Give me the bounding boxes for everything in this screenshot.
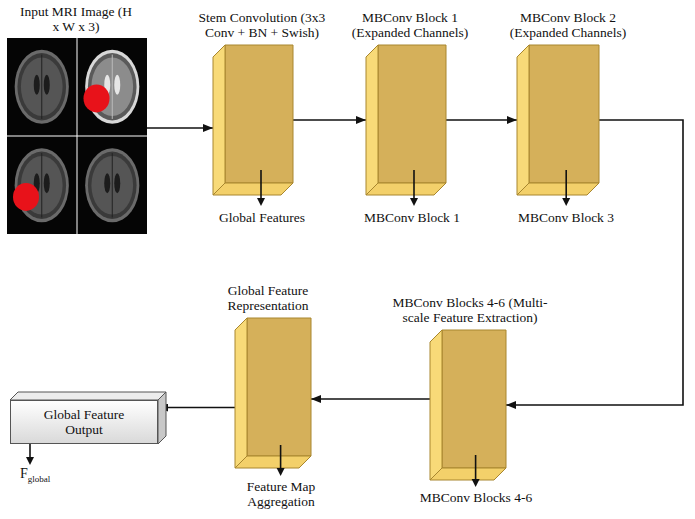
arrow-head (277, 468, 285, 476)
skull (15, 50, 69, 124)
caption-arrow (235, 318, 311, 468)
ventricle (44, 173, 50, 193)
leader-arrow (29, 444, 31, 458)
arrow-head (472, 479, 480, 487)
flow-arrow (446, 119, 517, 121)
block-bottom (517, 183, 599, 195)
flow-arrow (293, 119, 366, 121)
block-bottom (235, 456, 311, 468)
midline (41, 153, 42, 217)
caption-arrow (366, 45, 446, 195)
block-heading: MBConv Block 1 (Expanded Channels) (348, 10, 473, 40)
block-heading: Stem Convolution (3x3 Conv + BN + Swish) (187, 10, 337, 40)
leader-arrow (565, 170, 567, 199)
ventricle (104, 173, 110, 193)
mri-panel (7, 38, 77, 136)
stem-conv-block-shape (213, 45, 293, 195)
mbconv-block: MBConv Block 1 (Expanded Channels)MBConv… (366, 45, 446, 195)
block-heading: MBConv Blocks 4-6 (Multi-scale Feature E… (388, 295, 553, 325)
mri-image-shape (7, 38, 147, 234)
mbconv-block-shape (366, 45, 446, 195)
midline (41, 55, 42, 119)
mri-panel (78, 137, 148, 235)
brain (17, 53, 66, 120)
block-bottom (430, 468, 506, 480)
arrow-head (26, 457, 34, 465)
ventricle (44, 75, 50, 95)
flow-arrow (147, 127, 213, 129)
block-side (366, 45, 378, 195)
feature-block: Global Feature RepresentationFeature Map… (235, 318, 311, 468)
block-caption: MBConv Blocks 4-6 (406, 490, 546, 505)
arrow-head (410, 198, 418, 206)
block-caption: MBConv Block 1 (347, 210, 477, 225)
block-face (247, 318, 311, 456)
symbol-letter: F (20, 466, 28, 481)
arrow-head (257, 198, 265, 206)
ventricle (114, 75, 120, 95)
block-face (378, 45, 446, 183)
symbol-subscript: global (28, 474, 51, 484)
block-caption: Global Features (197, 210, 327, 225)
block-side (517, 45, 529, 195)
block-face (442, 330, 506, 468)
output-symbol: Fglobal (20, 466, 50, 484)
mbconv-block-shape (517, 45, 599, 195)
caption-arrow (430, 330, 506, 480)
mri-panel (78, 38, 148, 136)
midline (112, 153, 113, 217)
box-side (158, 392, 166, 444)
skull (85, 148, 139, 222)
block-face (529, 45, 599, 183)
box-top (10, 392, 166, 400)
block-bottom (366, 183, 446, 195)
caption-arrow (213, 45, 293, 195)
mri-panel (7, 137, 77, 235)
ventricle (114, 173, 120, 193)
block-heading: Global Feature Representation (211, 283, 326, 313)
feature-block-shape (235, 318, 311, 468)
block-caption: Feature Map Aggregation (231, 479, 331, 509)
midline (112, 55, 113, 119)
brain (88, 152, 137, 219)
block-bottom (213, 183, 293, 195)
flow-arrow (311, 398, 430, 400)
output-box: Global Feature OutputFglobal (10, 400, 158, 444)
mbconv-block-shape (430, 330, 506, 480)
block-side (235, 318, 247, 468)
tumor-mask (13, 183, 39, 211)
input-heading: Input MRI Image (H x W x 3) (16, 4, 136, 34)
leader-arrow (260, 170, 262, 199)
box-front (11, 401, 158, 444)
leader-arrow (475, 455, 477, 480)
block-side (213, 45, 225, 195)
mri-image: Input MRI Image (H x W x 3) (7, 38, 147, 234)
leader-arrow (280, 445, 282, 469)
leader-arrow (413, 170, 415, 199)
caption-arrow (517, 45, 599, 195)
arrow-head (562, 198, 570, 206)
block-caption: MBConv Block 3 (501, 210, 631, 225)
block-side (430, 330, 442, 480)
ventricle (34, 75, 40, 95)
stem-conv-block: Stem Convolution (3x3 Conv + BN + Swish)… (213, 45, 293, 195)
block-face (225, 45, 293, 183)
flow-arrow (158, 407, 235, 409)
mbconv-block: MBConv Blocks 4-6 (Multi-scale Feature E… (430, 330, 506, 480)
tumor-mask (84, 84, 110, 112)
output-label: Global Feature Output (28, 407, 140, 437)
mbconv-block: MBConv Block 2 (Expanded Channels)MBConv… (517, 45, 599, 195)
block-heading: MBConv Block 2 (Expanded Channels) (506, 10, 631, 40)
